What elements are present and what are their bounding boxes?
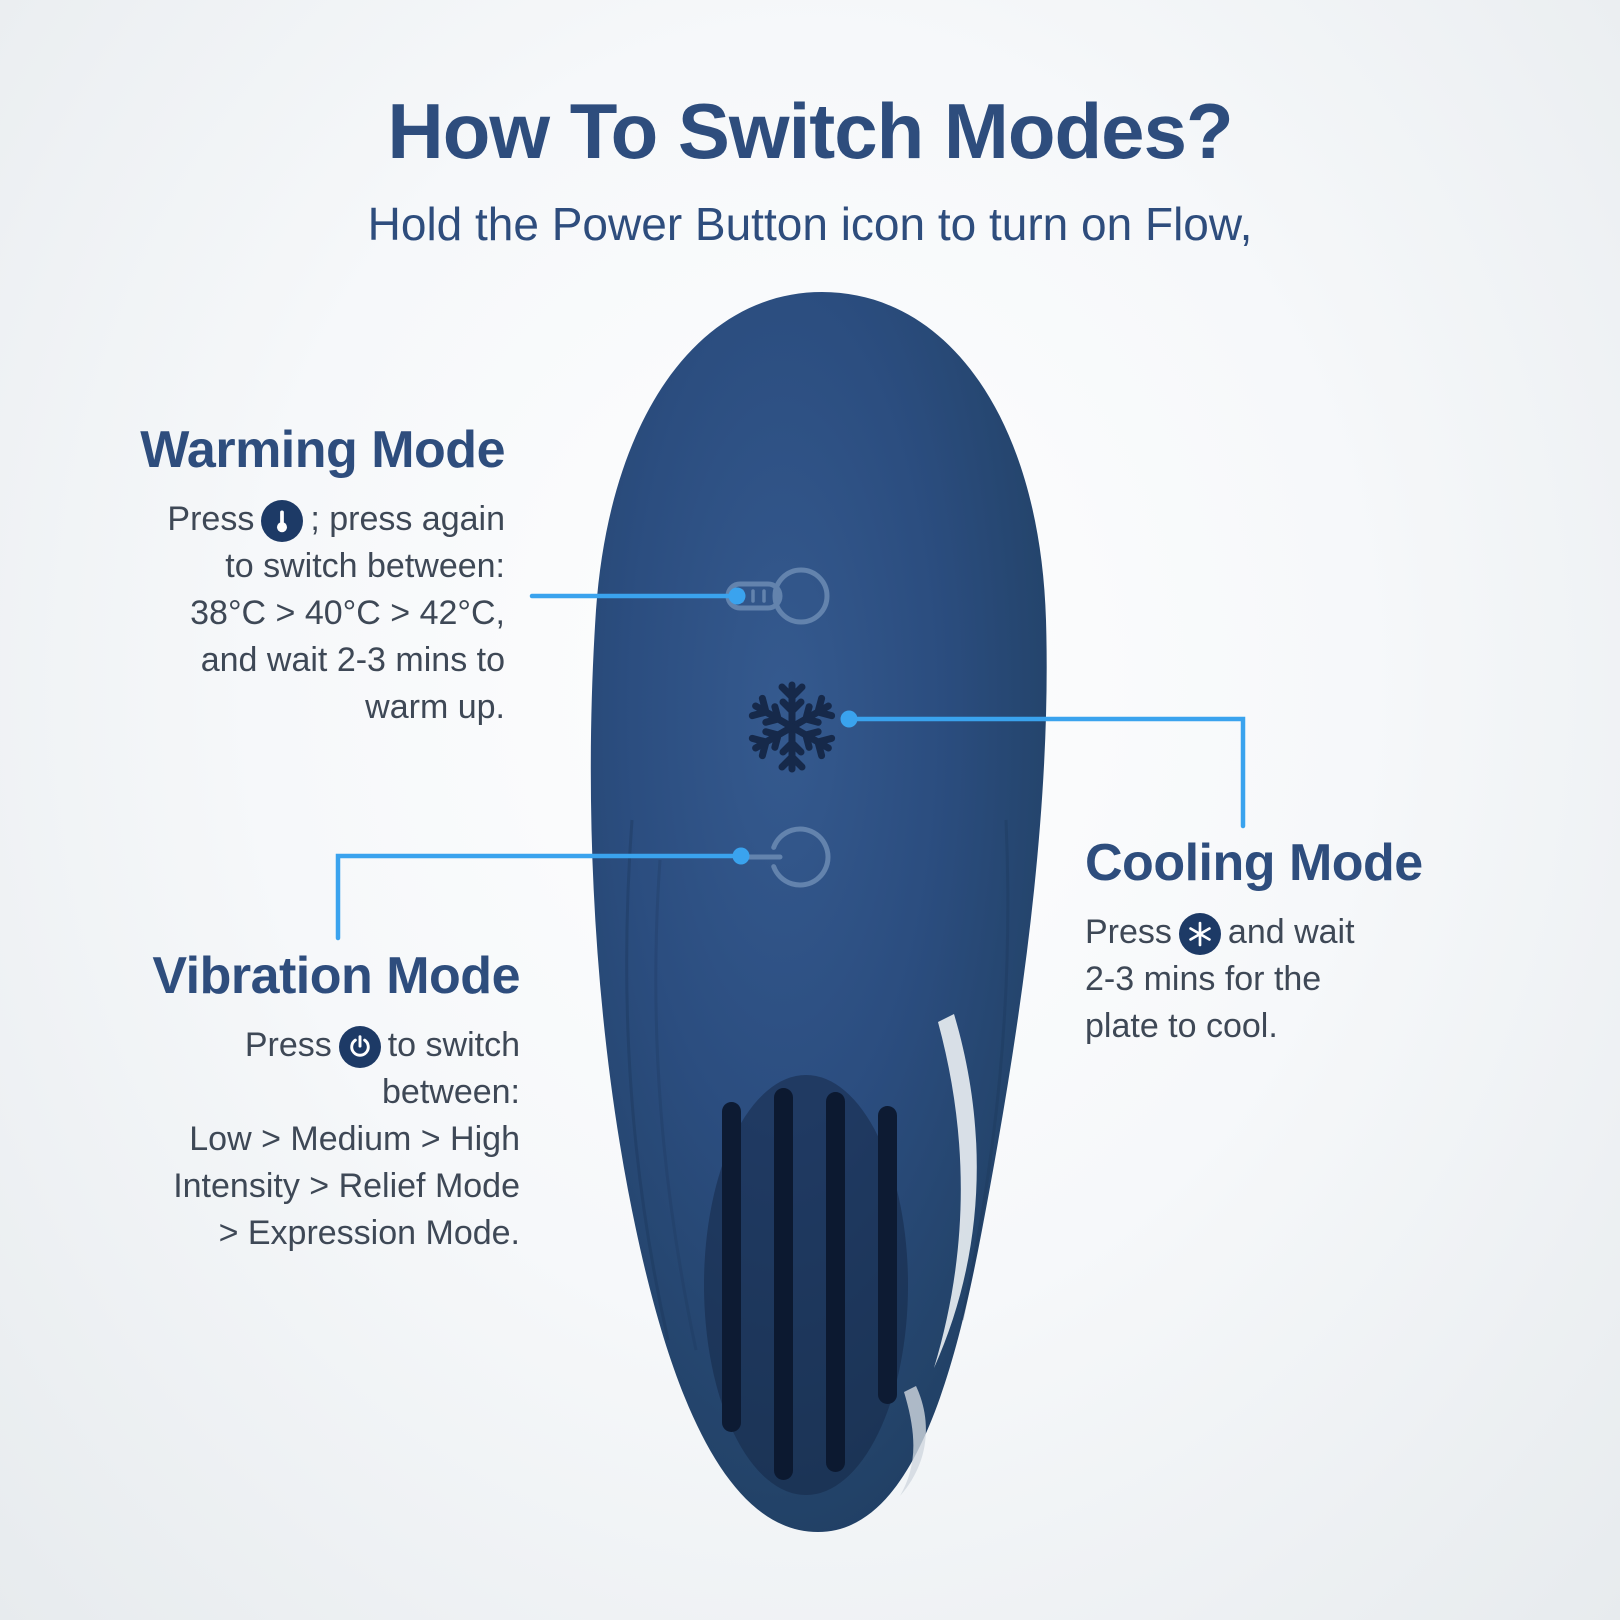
vibration-connector-line [335,847,750,941]
power-button [741,826,831,888]
vent-slits [704,1075,908,1495]
warming-connector-line [529,587,746,605]
cooling-connector-line [840,710,1246,829]
device-body [590,292,1047,1532]
snowflake-button-icon [748,681,836,773]
cooling-button [748,681,836,773]
power-button-icon [741,826,831,888]
plate-highlight [934,1014,977,1368]
